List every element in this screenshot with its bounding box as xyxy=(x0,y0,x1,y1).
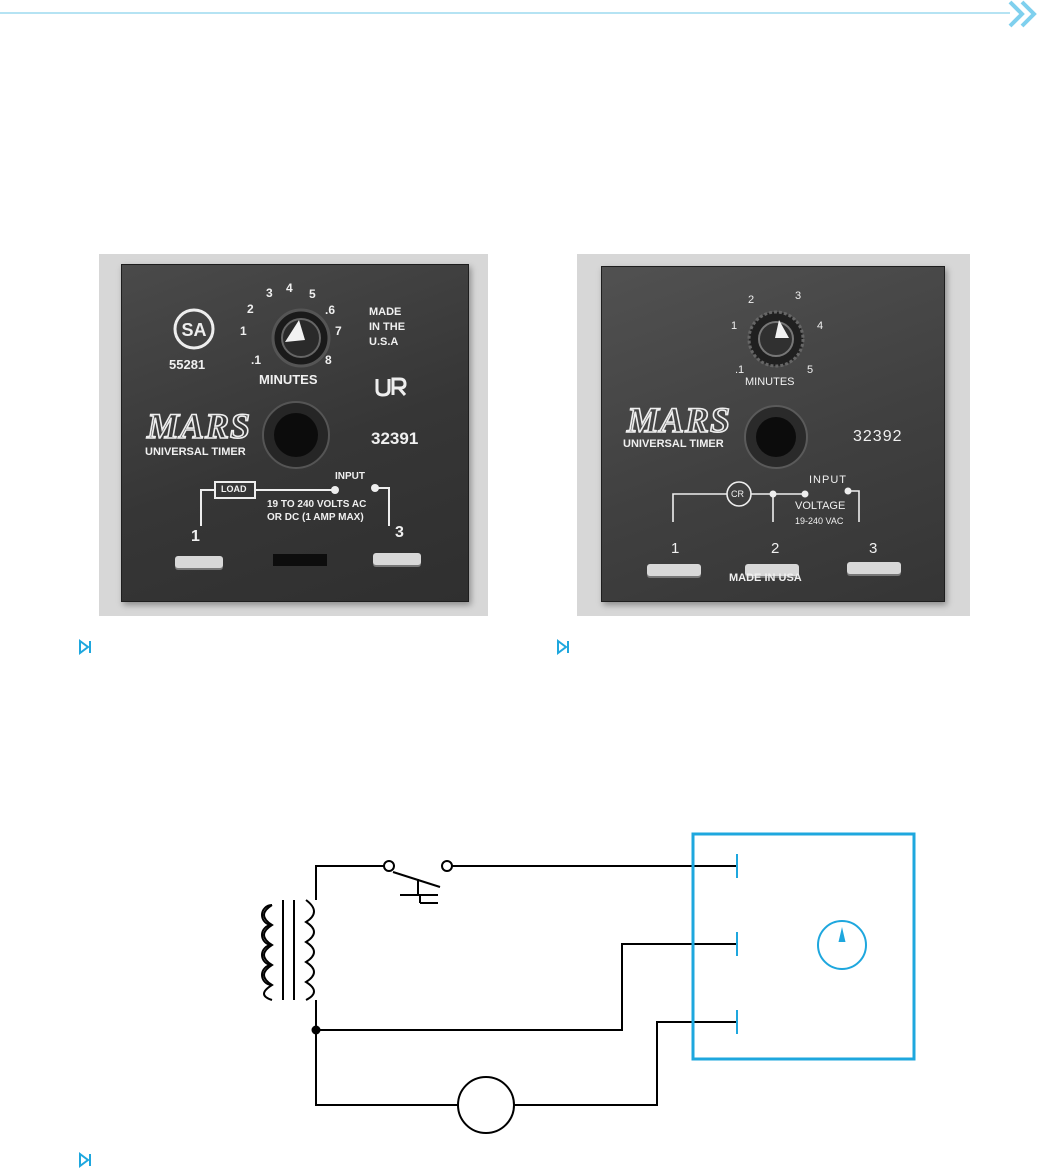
reset-port-icon xyxy=(743,404,809,470)
made-in-usa: MADE IN USA xyxy=(729,572,802,584)
voltage-label: VOLTAGE xyxy=(795,500,845,512)
double-chevron-right-icon xyxy=(1008,0,1048,28)
model-number: 32392 xyxy=(853,428,903,446)
load-label: LOAD xyxy=(221,484,247,494)
dial-mark-4: 4 xyxy=(286,281,293,295)
ul-recognized-icon xyxy=(374,376,408,398)
brand-text: MARS xyxy=(146,406,251,446)
dial-knob-icon xyxy=(745,308,807,370)
cert-mark-text: SA xyxy=(181,320,206,340)
terminal-number-1: 1 xyxy=(671,540,679,557)
dial-mark-8: 8 xyxy=(325,353,332,367)
caption-marker-icon xyxy=(556,639,570,655)
dial-mark-4: 4 xyxy=(817,320,823,332)
dial-mark-6: .6 xyxy=(325,303,335,317)
caption-marker-icon xyxy=(78,639,92,655)
voltage-value: 19-240 VAC xyxy=(795,516,843,526)
dial-mark-3: 3 xyxy=(266,286,273,300)
cert-number: 55281 xyxy=(169,357,205,372)
spade-terminal-1 xyxy=(175,556,223,568)
spade-terminal-3 xyxy=(373,553,421,565)
dial-mark-01: .1 xyxy=(251,353,261,367)
switch-icon xyxy=(384,861,452,903)
cr-label: CR xyxy=(731,489,744,499)
dial-mark-2: 2 xyxy=(748,294,754,306)
product-line: UNIVERSAL TIMER xyxy=(145,446,246,458)
timer-wiring-diagram xyxy=(0,820,1063,1140)
reset-port-icon xyxy=(261,400,331,470)
load-motor-icon xyxy=(458,1077,514,1133)
wire-supply-bottom xyxy=(316,1000,458,1105)
dial-knob-icon xyxy=(269,306,333,370)
model-number: 32391 xyxy=(371,429,418,449)
transformer-icon xyxy=(262,900,314,1000)
terminal-number-2: 2 xyxy=(771,540,779,557)
terminal-number-3: 3 xyxy=(395,524,404,542)
timer-module-box xyxy=(693,834,914,1059)
input-label: INPUT xyxy=(809,474,847,486)
clock-icon xyxy=(818,921,866,969)
dial-mark-1: 1 xyxy=(240,324,247,338)
spade-terminal-2-slot xyxy=(273,554,327,566)
spade-terminal-3 xyxy=(847,562,901,574)
rating-line-2: OR DC (1 AMP MAX) xyxy=(267,512,364,523)
made-in-line-2: IN THE xyxy=(369,321,405,333)
spade-terminal-1 xyxy=(647,564,701,576)
csa-cert-icon: SA xyxy=(171,306,217,352)
terminal-number-3: 3 xyxy=(869,540,877,557)
dial-mark-01: .1 xyxy=(735,364,744,376)
terminal-number-1: 1 xyxy=(191,528,200,546)
caption-marker-icon xyxy=(78,1152,92,1168)
dial-mark-5: 5 xyxy=(309,287,316,301)
made-in-line-3: U.S.A xyxy=(369,336,398,348)
dial-unit: MINUTES xyxy=(745,376,795,388)
product-line: UNIVERSAL TIMER xyxy=(623,438,724,450)
wire-supply-top xyxy=(316,866,386,900)
made-in-line-1: MADE xyxy=(369,306,401,318)
dial-mark-1: 1 xyxy=(731,320,737,332)
mars-logo: MARS xyxy=(623,400,735,440)
wire-junction-to-t2 xyxy=(316,944,736,1030)
dial-mark-7: 7 xyxy=(335,324,342,338)
dial-mark-2: 2 xyxy=(247,302,254,316)
photo-timer-32392: 2 3 1 4 .1 5 MINUTES MARS UNIVERSAL TIME… xyxy=(577,254,970,616)
dial-mark-5: 5 xyxy=(807,364,813,376)
brand-text: MARS xyxy=(626,400,731,440)
mars-logo: MARS xyxy=(143,406,255,446)
header-rule xyxy=(0,12,1010,14)
dial-unit: MINUTES xyxy=(259,372,318,387)
photo-timer-32391: SA 55281 2 3 4 5 .6 1 7 .1 8 MINUTES MAD… xyxy=(99,254,488,616)
rating-line-1: 19 TO 240 VOLTS AC xyxy=(267,499,366,510)
input-label: INPUT xyxy=(335,471,365,482)
wire-load-to-t3 xyxy=(514,1022,736,1105)
dial-mark-3: 3 xyxy=(795,290,801,302)
